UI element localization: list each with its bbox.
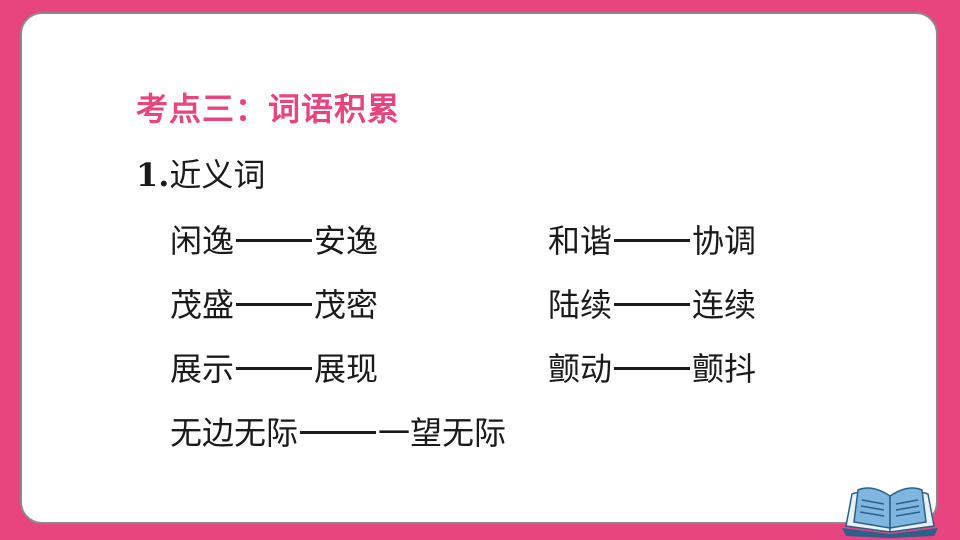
- subheading: 1.近义词: [136, 152, 265, 198]
- word-left: 陆续: [548, 286, 613, 324]
- word-right: 协调: [692, 222, 757, 260]
- word-left: 和谐: [548, 222, 613, 260]
- subheading-label: 近义词: [169, 156, 266, 194]
- dash-separator: [614, 366, 691, 370]
- synonym-pair: 茂盛 茂密: [170, 282, 378, 328]
- word-left: 闲逸: [170, 222, 235, 260]
- open-book-icon: [842, 487, 938, 538]
- word-right: 连续: [692, 286, 757, 324]
- content-card: [20, 12, 938, 524]
- word-left: 展示: [170, 350, 235, 388]
- subheading-number: 1.: [136, 156, 170, 194]
- dash-separator: [614, 238, 691, 242]
- synonym-pair: 无边无际 一望无际: [170, 410, 506, 456]
- word-right: 茂密: [314, 286, 379, 324]
- dash-separator: [236, 302, 313, 306]
- word-left: 颤动: [548, 350, 613, 388]
- dash-separator: [614, 302, 691, 306]
- synonym-pair: 陆续 连续: [548, 282, 756, 328]
- word-right: 一望无际: [378, 414, 507, 452]
- dash-separator: [300, 430, 377, 434]
- synonym-pair: 颤动 颤抖: [548, 346, 756, 392]
- word-right: 安逸: [314, 222, 379, 260]
- dash-separator: [236, 238, 313, 242]
- word-left: 无边无际: [170, 414, 299, 452]
- word-right: 颤抖: [692, 350, 757, 388]
- section-title: 考点三：词语积累: [136, 90, 401, 128]
- synonym-pair: 展示 展现: [170, 346, 378, 392]
- synonym-pair: 闲逸 安逸: [170, 218, 378, 264]
- synonym-pair: 和谐 协调: [548, 218, 756, 264]
- word-right: 展现: [314, 350, 379, 388]
- dash-separator: [236, 366, 313, 370]
- word-left: 茂盛: [170, 286, 235, 324]
